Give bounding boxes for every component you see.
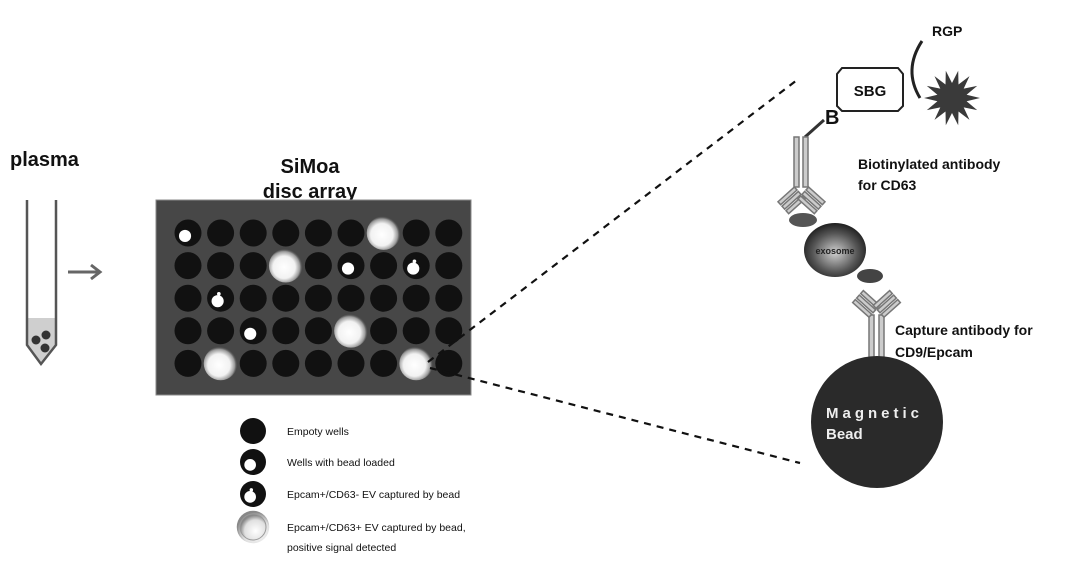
well-empty: [207, 317, 235, 345]
well-empty: [370, 317, 398, 345]
well-empty: [239, 349, 267, 377]
well-signal: [399, 346, 434, 381]
well-empty: [239, 284, 267, 312]
capture-antibody-line2: CD9/Epcam: [895, 344, 973, 360]
well-empty: [174, 317, 202, 345]
well-empty: [337, 349, 365, 377]
well-empty: [304, 219, 332, 247]
plasma-tube: [25, 200, 58, 367]
well-empty: [402, 284, 430, 312]
well-empty: [240, 418, 266, 444]
well-empty: [174, 349, 202, 377]
well-empty: [370, 349, 398, 377]
well-empty: [272, 317, 300, 345]
biotin-antibody-line1: Biotinylated antibody: [858, 156, 1001, 172]
well-bead: [174, 219, 202, 247]
well-empty: [304, 252, 332, 280]
well-bead: [337, 252, 365, 280]
well-empty: [174, 252, 202, 280]
legend-item: Epcam+/CD63+ EV captured by bead, positiv…: [236, 510, 466, 554]
legend-item: Wells with bead loaded: [240, 449, 395, 475]
well-empty: [272, 219, 300, 247]
legend-label: Empoty wells: [287, 426, 349, 438]
well-empty: [304, 284, 332, 312]
well-empty: [239, 219, 267, 247]
well-empty: [272, 349, 300, 377]
well-empty: [435, 317, 463, 345]
biotin-antibody-line2: for CD63: [858, 177, 917, 193]
legend-label-line2: positive signal detected: [287, 542, 396, 554]
biotin-link: [803, 118, 826, 139]
capture-antibody-icon: [851, 289, 902, 366]
legend-item: Epcam+/CD63- EV captured by bead: [240, 481, 460, 507]
well-signal: [203, 346, 238, 381]
sbg-box: [836, 67, 904, 112]
well-empty: [207, 252, 235, 280]
well-empty: [435, 284, 463, 312]
well-empty: [207, 219, 235, 247]
well-empty: [435, 252, 463, 280]
well-empty: [239, 252, 267, 280]
capture-antibody-line1: Capture antibody for: [895, 322, 1033, 338]
legend-label: Epcam+/CD63+ EV captured by bead,: [287, 522, 466, 534]
well-empty: [337, 219, 365, 247]
bead-label-line2: Bead: [826, 426, 863, 443]
sbg-label: SBG: [854, 83, 887, 100]
well-bead: [239, 317, 267, 345]
arrow-icon: [68, 263, 103, 281]
legend-label: Epcam+/CD63- EV captured by bead: [287, 489, 460, 501]
well-empty: [272, 284, 300, 312]
zoom-line-top: [427, 79, 798, 363]
well-signal: [268, 248, 303, 283]
legend-label: Wells with bead loaded: [287, 457, 395, 469]
well-empty: [435, 349, 463, 377]
array-title-line1: SiMoa: [281, 156, 341, 178]
bead-label-line1: Magnetic: [826, 405, 923, 422]
well-empty: [337, 284, 365, 312]
well-empty: [304, 349, 332, 377]
epcam-protein: [857, 269, 883, 283]
well-empty: [370, 252, 398, 280]
well-ev-neg: [207, 284, 235, 312]
exosome: [804, 223, 866, 277]
cd63-protein: [789, 213, 817, 227]
substrate-star-icon: [924, 70, 980, 126]
well-empty: [435, 219, 463, 247]
biotin-label: B: [825, 107, 839, 129]
magnetic-bead: [811, 356, 943, 488]
zoom-line-bottom: [429, 366, 801, 465]
well-ev-neg: [402, 252, 430, 280]
rgp-label: RGP: [932, 23, 962, 39]
well-empty: [402, 219, 430, 247]
well-grid: [174, 216, 463, 381]
plasma-label: plasma: [10, 149, 80, 171]
well-signal: [236, 510, 270, 544]
well-empty: [370, 284, 398, 312]
well-bead: [240, 449, 266, 475]
well-ev-neg: [240, 481, 266, 507]
well-signal: [334, 313, 368, 348]
well-empty: [174, 284, 202, 312]
array-title-line2: disc array: [263, 181, 358, 203]
well-empty: [402, 317, 430, 345]
exosome-label: exosome: [815, 246, 854, 256]
biotinylated-antibody-icon: [776, 136, 827, 215]
well-empty: [304, 317, 332, 345]
well-signal: [366, 216, 401, 250]
legend-item: Empoty wells: [240, 418, 349, 444]
rgp-arc: [910, 40, 924, 99]
